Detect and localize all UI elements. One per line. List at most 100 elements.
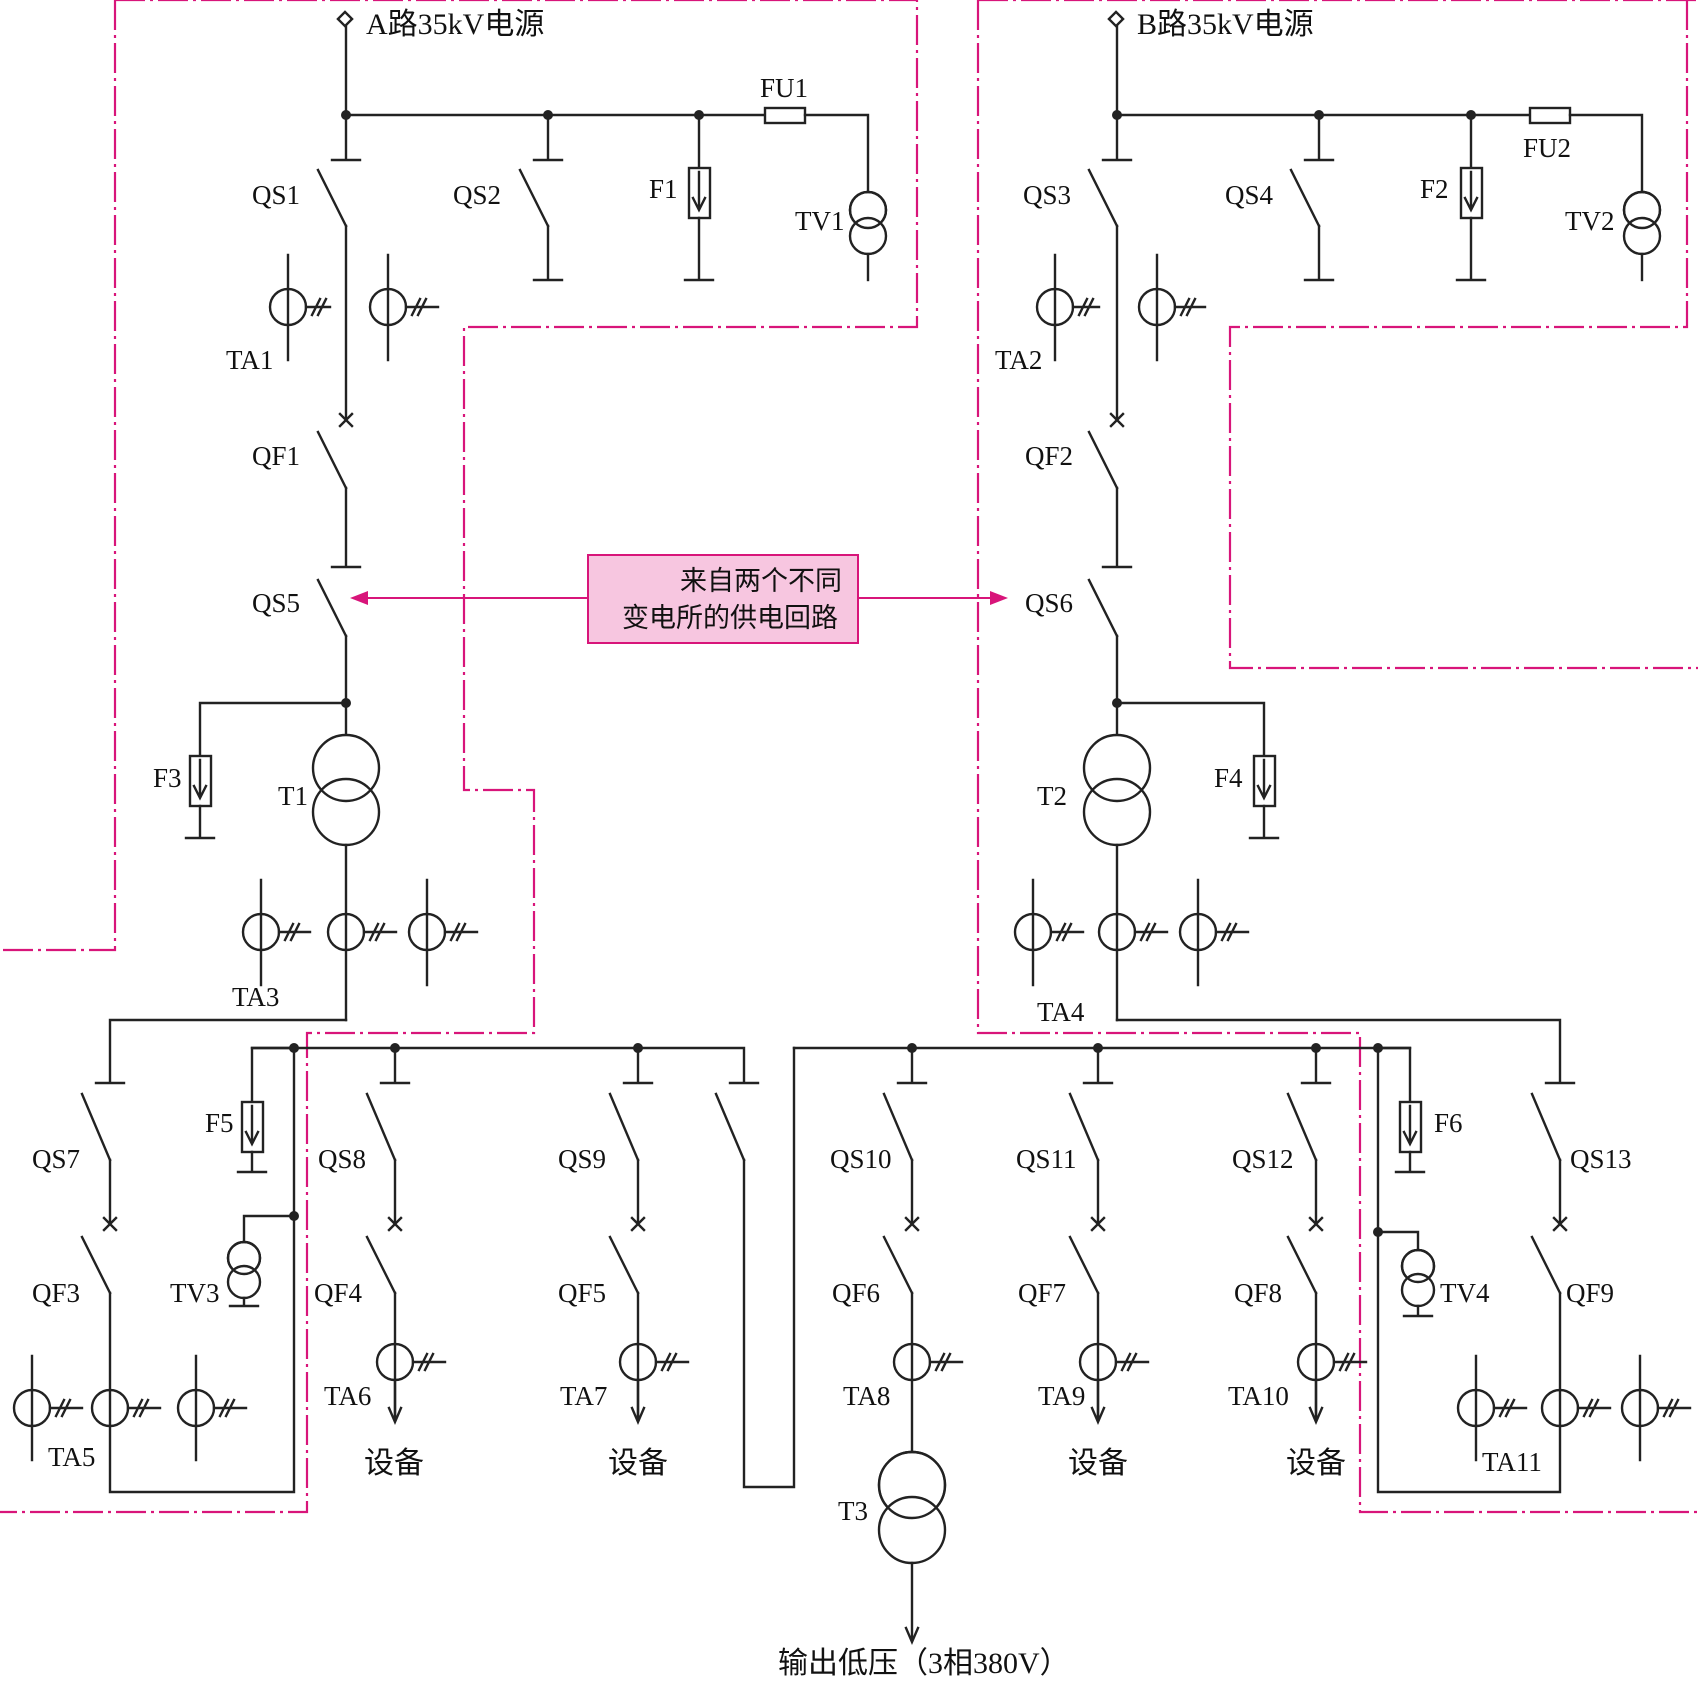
label-fu1: FU1 — [760, 73, 808, 103]
qs7-blade — [80, 1092, 112, 1162]
labels: A路35kV电源 B路35kV电源 FU1 FU2 QS1 QS2 F1 TV1… — [32, 8, 1632, 1680]
qf3-blade — [80, 1235, 112, 1295]
qs8-blade — [365, 1092, 397, 1162]
label-fu2: FU2 — [1523, 133, 1571, 163]
note-line-2: 变电所的供电回路 — [622, 603, 838, 634]
label-qf1: QF1 — [252, 441, 300, 471]
label-qs4: QS4 — [1225, 180, 1274, 210]
qf5-blade — [608, 1235, 640, 1295]
label-ta5: TA5 — [48, 1442, 95, 1472]
label-t1: T1 — [278, 781, 308, 811]
route-a — [94, 10, 888, 1085]
note-arrowhead-right — [990, 591, 1008, 605]
label-f6: F6 — [1434, 1108, 1463, 1138]
label-ta6: TA6 — [324, 1381, 371, 1411]
t2-transformer-icon — [1082, 733, 1152, 803]
qf7-cross-icon — [1090, 1216, 1106, 1232]
boundary-b-right — [1228, 0, 1698, 670]
qf9-cross-icon — [1552, 1216, 1568, 1232]
label-qs8: QS8 — [318, 1144, 366, 1174]
boundary-b-inner — [976, 0, 1698, 1514]
boundary-lines — [0, 0, 1698, 1514]
label-qf8: QF8 — [1234, 1278, 1282, 1308]
fu2-fuse-icon — [1528, 106, 1572, 125]
note-line-1: 来自两个不同 — [680, 566, 842, 597]
label-qf6: QF6 — [832, 1278, 880, 1308]
qf6-blade — [882, 1235, 914, 1295]
label-qs2: QS2 — [453, 180, 501, 210]
label-qs1: QS1 — [252, 180, 300, 210]
qs3-blade — [1087, 168, 1119, 228]
label-ta2: TA2 — [995, 345, 1042, 375]
label-tv4: TV4 — [1440, 1278, 1490, 1308]
label-qs11: QS11 — [1016, 1144, 1077, 1174]
qf1-blade — [316, 430, 348, 490]
label-qf4: QF4 — [314, 1278, 363, 1308]
label-f1: F1 — [649, 174, 678, 204]
t1-transformer-icon — [311, 733, 381, 803]
label-equipment-3: 设备 — [1068, 1447, 1128, 1480]
label-equipment-4: 设备 — [1286, 1447, 1346, 1480]
label-ta7: TA7 — [560, 1381, 607, 1411]
lower-right-section — [792, 1043, 1692, 1646]
label-f4: F4 — [1214, 763, 1243, 793]
qf9-blade — [1530, 1235, 1562, 1295]
source-b-terminal-icon — [1107, 10, 1125, 28]
label-t3: T3 — [838, 1496, 868, 1526]
label-tv2: TV2 — [1565, 206, 1615, 236]
label-qs7: QS7 — [32, 1144, 80, 1174]
qs10-blade — [882, 1092, 914, 1162]
label-ta3: TA3 — [232, 982, 279, 1012]
label-ta8: TA8 — [843, 1381, 890, 1411]
label-qs12: QS12 — [1232, 1144, 1294, 1174]
qf6-cross-icon — [904, 1216, 920, 1232]
label-qs6: QS6 — [1025, 588, 1073, 618]
label-qf7: QF7 — [1018, 1278, 1066, 1308]
source-a-label: A路35kV电源 — [366, 8, 544, 41]
label-ta9: TA9 — [1038, 1381, 1085, 1411]
qf2-blade — [1087, 430, 1119, 490]
boundary-a-top — [0, 0, 919, 1514]
label-qs13: QS13 — [1570, 1144, 1632, 1174]
label-t2: T2 — [1037, 781, 1067, 811]
route-b — [1013, 10, 1662, 1085]
source-a-terminal-icon — [336, 10, 354, 28]
label-ta1: TA1 — [226, 345, 273, 375]
label-qf5: QF5 — [558, 1278, 606, 1308]
note-arrowhead-left — [350, 591, 368, 605]
qs12-blade — [1286, 1092, 1318, 1162]
qs6-blade — [1087, 578, 1119, 638]
qf1-cross-icon — [338, 412, 354, 428]
output-label: 输出低压（3相380V） — [778, 1647, 1070, 1680]
label-ta11: TA11 — [1482, 1447, 1542, 1477]
qf4-cross-icon — [387, 1216, 403, 1232]
qf2-cross-icon — [1109, 412, 1125, 428]
qs1-blade — [316, 168, 348, 228]
note-callout: 来自两个不同 变电所的供电回路 — [350, 554, 1008, 644]
qs13-blade — [1530, 1092, 1562, 1162]
label-f2: F2 — [1420, 174, 1449, 204]
label-equipment-2: 设备 — [608, 1447, 668, 1480]
lower-left-section — [12, 1043, 796, 1494]
qs2-blade — [518, 168, 550, 228]
label-qf9: QF9 — [1566, 1278, 1614, 1308]
qs9-blade — [608, 1092, 640, 1162]
qf7-blade — [1068, 1235, 1100, 1295]
label-qs5: QS5 — [252, 588, 300, 618]
label-f5: F5 — [205, 1108, 234, 1138]
label-tv3: TV3 — [170, 1278, 220, 1308]
qf3-cross-icon — [102, 1216, 118, 1232]
label-f3: F3 — [153, 763, 182, 793]
label-ta4: TA4 — [1037, 997, 1085, 1027]
qf4-blade — [365, 1235, 397, 1295]
qf5-cross-icon — [630, 1216, 646, 1232]
qf8-cross-icon — [1308, 1216, 1324, 1232]
label-ta10: TA10 — [1228, 1381, 1289, 1411]
label-qf3: QF3 — [32, 1278, 80, 1308]
label-qs9: QS9 — [558, 1144, 606, 1174]
boundary-a-upper — [0, 0, 117, 952]
qs4-blade — [1289, 168, 1321, 228]
qf8-blade — [1286, 1235, 1318, 1295]
label-qf2: QF2 — [1025, 441, 1073, 471]
source-b-label: B路35kV电源 — [1137, 8, 1314, 41]
